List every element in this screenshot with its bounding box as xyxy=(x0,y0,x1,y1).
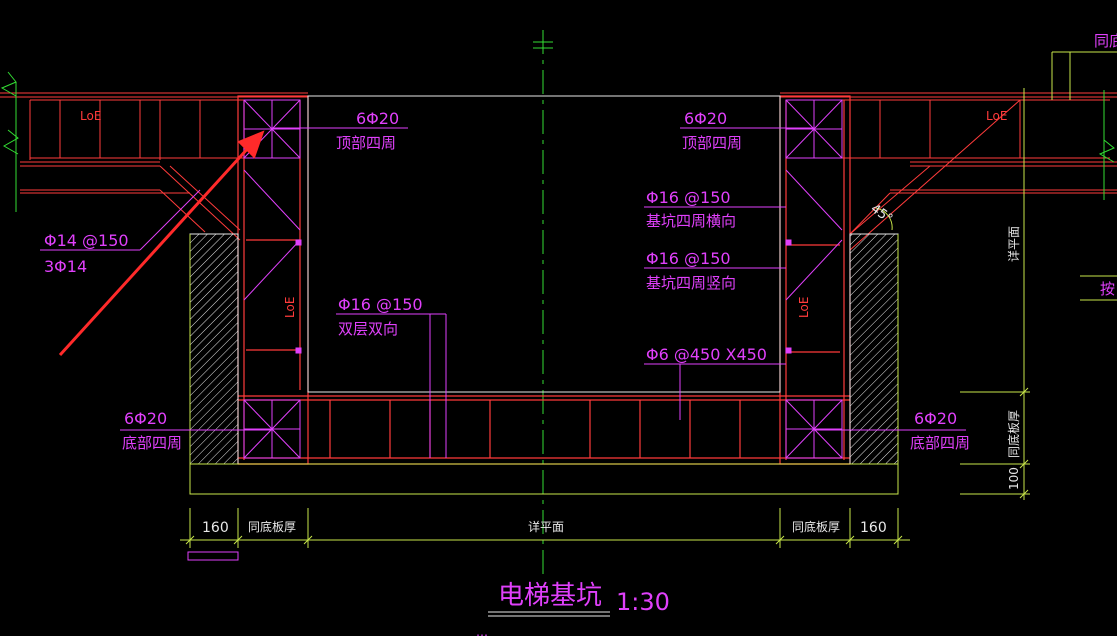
right-side-tag: 按 xyxy=(1100,280,1115,298)
top-left-rebar-desc: 顶部四周 xyxy=(336,134,396,152)
top-slab-left xyxy=(0,92,308,241)
dim-left-board: 同底板厚 xyxy=(248,519,296,534)
red-arrow-annotation xyxy=(58,130,265,357)
break-marks-right xyxy=(1098,90,1115,200)
hatched-zones xyxy=(189,233,899,465)
dim-left-160: 160 xyxy=(202,520,229,536)
dim-right-100: 100 xyxy=(1007,467,1021,490)
top-right-rebar-desc: 顶部四周 xyxy=(682,134,742,152)
anchor-mid-left: LoE xyxy=(283,297,297,318)
angle-label: 45° xyxy=(868,201,895,227)
drawing-scale: 1:30 xyxy=(616,588,670,616)
top-right-tag: 同底 xyxy=(1094,32,1117,50)
bottom-right-rebar-desc: 底部四周 xyxy=(910,434,970,452)
bottom-left-rebar-desc: 底部四周 xyxy=(122,434,182,452)
anchor-top-left: LoE xyxy=(80,109,101,123)
inner-wall-spec: Φ16 @150 xyxy=(338,295,423,314)
haunch-rebar-spec: Φ14 @150 xyxy=(44,231,129,250)
pit-vertical-desc: 基坑四周竖向 xyxy=(646,274,736,292)
dim-right-160: 160 xyxy=(860,520,887,536)
tie-bar-spec: Φ6 @450 X450 xyxy=(646,345,767,364)
top-left-rebar-spec: 6Φ20 xyxy=(356,109,399,128)
dim-right-board: 同底板厚 xyxy=(792,519,840,534)
dim-right-board-v: 同底板厚 xyxy=(1006,410,1021,458)
pit-vertical-spec: Φ16 @150 xyxy=(646,249,731,268)
bottom-left-rebar-spec: 6Φ20 xyxy=(124,409,167,428)
anchor-mid-right: LoE xyxy=(797,297,811,318)
pit-horizontal-desc: 基坑四周横向 xyxy=(646,212,736,230)
bottom-note: … xyxy=(476,625,488,636)
top-slab-right xyxy=(780,92,1117,251)
drawing-title: 电梯基坑 xyxy=(498,581,602,611)
anchor-top-right: LoE xyxy=(986,109,1007,123)
drawing-title-block: 电梯基坑 1:30 … xyxy=(476,581,670,636)
dim-right-plan: 详平面 xyxy=(1006,226,1021,262)
pit-horizontal-spec: Φ16 @150 xyxy=(646,188,731,207)
dimension-texts: 160 同底板厚 详平面 同底板厚 160 详平面 同底板厚 100 xyxy=(202,226,1021,536)
leader-lines xyxy=(40,127,966,458)
dimension-lines xyxy=(180,51,1117,548)
corner-rebar-marks xyxy=(243,99,843,459)
rebar-labels: 6Φ20 顶部四周 6Φ20 顶部四周 Φ14 @150 3Φ14 Φ16 @1… xyxy=(44,32,1117,452)
inner-wall-desc: 双层双向 xyxy=(338,320,398,338)
top-right-rebar-spec: 6Φ20 xyxy=(684,109,727,128)
pit-walls xyxy=(237,95,851,465)
center-axis xyxy=(533,30,553,580)
haunch-rebar-extra: 3Φ14 xyxy=(44,257,87,276)
pit-inner-outline xyxy=(307,95,781,393)
break-marks-left xyxy=(0,71,19,212)
dim-center: 详平面 xyxy=(528,519,564,534)
small-dim-tag xyxy=(187,551,239,561)
bottom-right-rebar-spec: 6Φ20 xyxy=(914,409,957,428)
